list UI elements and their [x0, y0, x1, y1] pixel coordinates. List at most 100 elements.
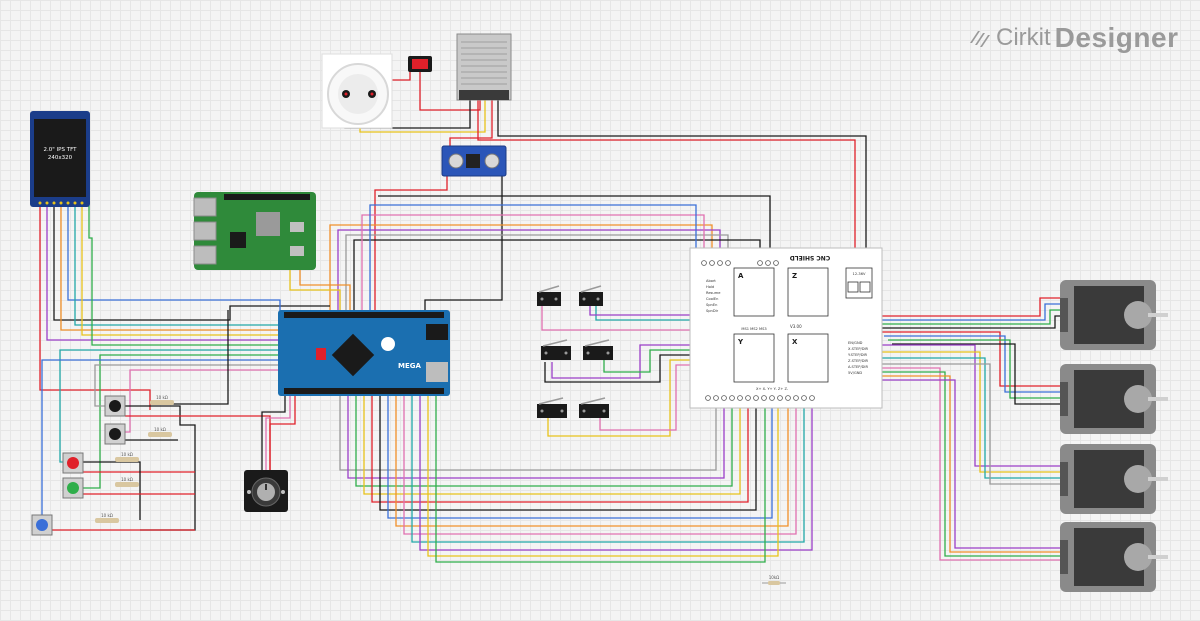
axis-label-a: A [738, 272, 744, 280]
push-button-blue[interactable] [31, 514, 53, 536]
rotary-encoder[interactable] [244, 470, 288, 512]
resistor[interactable]: 10 kΩ [95, 513, 119, 523]
driver-slot-y: Y [733, 333, 775, 383]
wire-green [888, 339, 1062, 399]
stepper-motor[interactable] [1060, 444, 1168, 514]
wire-purple [337, 229, 721, 310]
resistor-label: 10kΩ [769, 575, 779, 580]
resistor[interactable]: 10 kΩ [150, 395, 174, 405]
wire-blue [870, 303, 1062, 321]
limit-switch[interactable] [541, 339, 571, 360]
label-z-step-dir: Z.STEP/DIR [848, 359, 869, 363]
wire-black [544, 354, 695, 383]
label-en-gnd: EN/GND [848, 341, 863, 345]
arduino-model-label: MEGA [398, 362, 421, 370]
cnc-power-label: 12-36V [853, 272, 866, 276]
stepper-motor[interactable] [1060, 522, 1168, 592]
resistors: 10 kΩ 10 kΩ 10 kΩ 10 kΩ 10 kΩ 10kΩ [95, 395, 786, 585]
wires [39, 70, 1062, 563]
resistor-label: 10 kΩ [121, 452, 133, 457]
rocker-switch[interactable] [408, 56, 432, 72]
wire-black [120, 405, 196, 531]
raspberry-pi[interactable] [193, 192, 316, 270]
wire-blue [369, 204, 697, 310]
wire-red [371, 395, 749, 503]
wire-black [379, 395, 757, 511]
wire-green [74, 354, 280, 489]
push-button[interactable] [104, 395, 126, 417]
resistor[interactable]: 10 kΩ [115, 452, 139, 462]
tft-label-line2: 240x320 [48, 155, 73, 161]
stepper-motors [1060, 280, 1168, 592]
label-spndir: SpnDir [706, 309, 719, 313]
wire-pink [599, 364, 695, 431]
label-y-step-dir: Y.STEP/DIR [848, 353, 868, 357]
resistor-label: 10 kΩ [121, 477, 133, 482]
wire-green [870, 309, 1062, 325]
wire-red [269, 395, 296, 472]
axis-label-x: X [792, 338, 798, 346]
wire-green [88, 205, 280, 346]
limit-switch[interactable] [537, 285, 561, 306]
driver-slot-x: X [787, 333, 829, 383]
limit-switch[interactable] [537, 397, 567, 418]
wire-red [49, 522, 195, 531]
resistor[interactable]: 10 kΩ [148, 427, 172, 437]
wire-black [261, 395, 286, 472]
push-button-red[interactable] [62, 452, 84, 474]
wire-yellow [427, 395, 779, 557]
stepper-motor[interactable] [1060, 280, 1168, 350]
label-abort: Abort [706, 279, 716, 283]
cnc-right-labels: EN/GND X.STEP/DIR Y.STEP/DIR Z.STEP/DIR … [848, 341, 869, 375]
label-coolen: CoolEn [706, 297, 718, 301]
axis-label-y: Y [737, 338, 744, 346]
limit-switch[interactable] [579, 285, 603, 306]
label-resume: Resume [706, 291, 721, 295]
wire-orange [866, 375, 1062, 553]
resistor[interactable]: 10 kΩ [115, 477, 139, 487]
wire-black [82, 461, 141, 520]
wire-pink [361, 214, 705, 310]
wire-pink [541, 305, 695, 331]
wire-orange [329, 224, 713, 310]
arduino-mega[interactable]: MEGA [278, 310, 450, 396]
power-outlet[interactable] [321, 53, 393, 129]
driver-slot-a: A [733, 267, 775, 317]
cnc-version: V3.00 [790, 324, 802, 329]
wire-black [892, 343, 1062, 405]
wire-blue [387, 395, 773, 519]
resistor-label: 10 kΩ [156, 395, 168, 400]
wire-gray [94, 364, 280, 407]
label-spnen: SpnEn [706, 303, 717, 307]
wire-blue [41, 359, 280, 524]
label-5v-gnd: 5V/GND [848, 371, 862, 375]
wire-black [53, 205, 330, 321]
wire-orange [395, 395, 789, 527]
tft-display[interactable]: 2.0" IPS TFT 240x320 [30, 111, 90, 207]
label-hold: Hold [706, 285, 714, 289]
wire-orange [60, 205, 280, 331]
wire-yellow [860, 351, 1062, 473]
wire-red [374, 174, 448, 310]
wire-green [435, 395, 766, 563]
stepper-motor[interactable] [1060, 364, 1168, 434]
limit-switch[interactable] [579, 397, 609, 418]
limit-switch[interactable] [583, 339, 613, 360]
label-a-step-dir: A.STEP/DIR [848, 365, 868, 369]
tft-label-line1: 2.0" IPS TFT [44, 147, 78, 153]
cnc-shield[interactable]: CNC SHIELD A Z Y X MS1 MS2 MS3 V3.00 Abo… [689, 247, 883, 409]
wire-pink [118, 369, 280, 433]
push-button-green[interactable] [62, 477, 84, 499]
resistor-bottom[interactable]: 10kΩ [762, 575, 786, 585]
push-button[interactable] [104, 423, 126, 445]
limit-switches [537, 285, 613, 418]
buck-converter[interactable] [441, 145, 507, 177]
brand-logo: Cirkit Designer [968, 22, 1178, 54]
cnc-side-labels: Abort Hold Resume CoolEn SpnEn SpnDir [706, 279, 721, 313]
cnc-limit-label: X+ X- Y+ Y- Z+ Z- [756, 387, 789, 391]
wire-teal [74, 205, 280, 326]
wire-red [125, 415, 271, 472]
power-supply-unit[interactable] [456, 33, 512, 101]
brand-name: Designer [1054, 22, 1179, 53]
